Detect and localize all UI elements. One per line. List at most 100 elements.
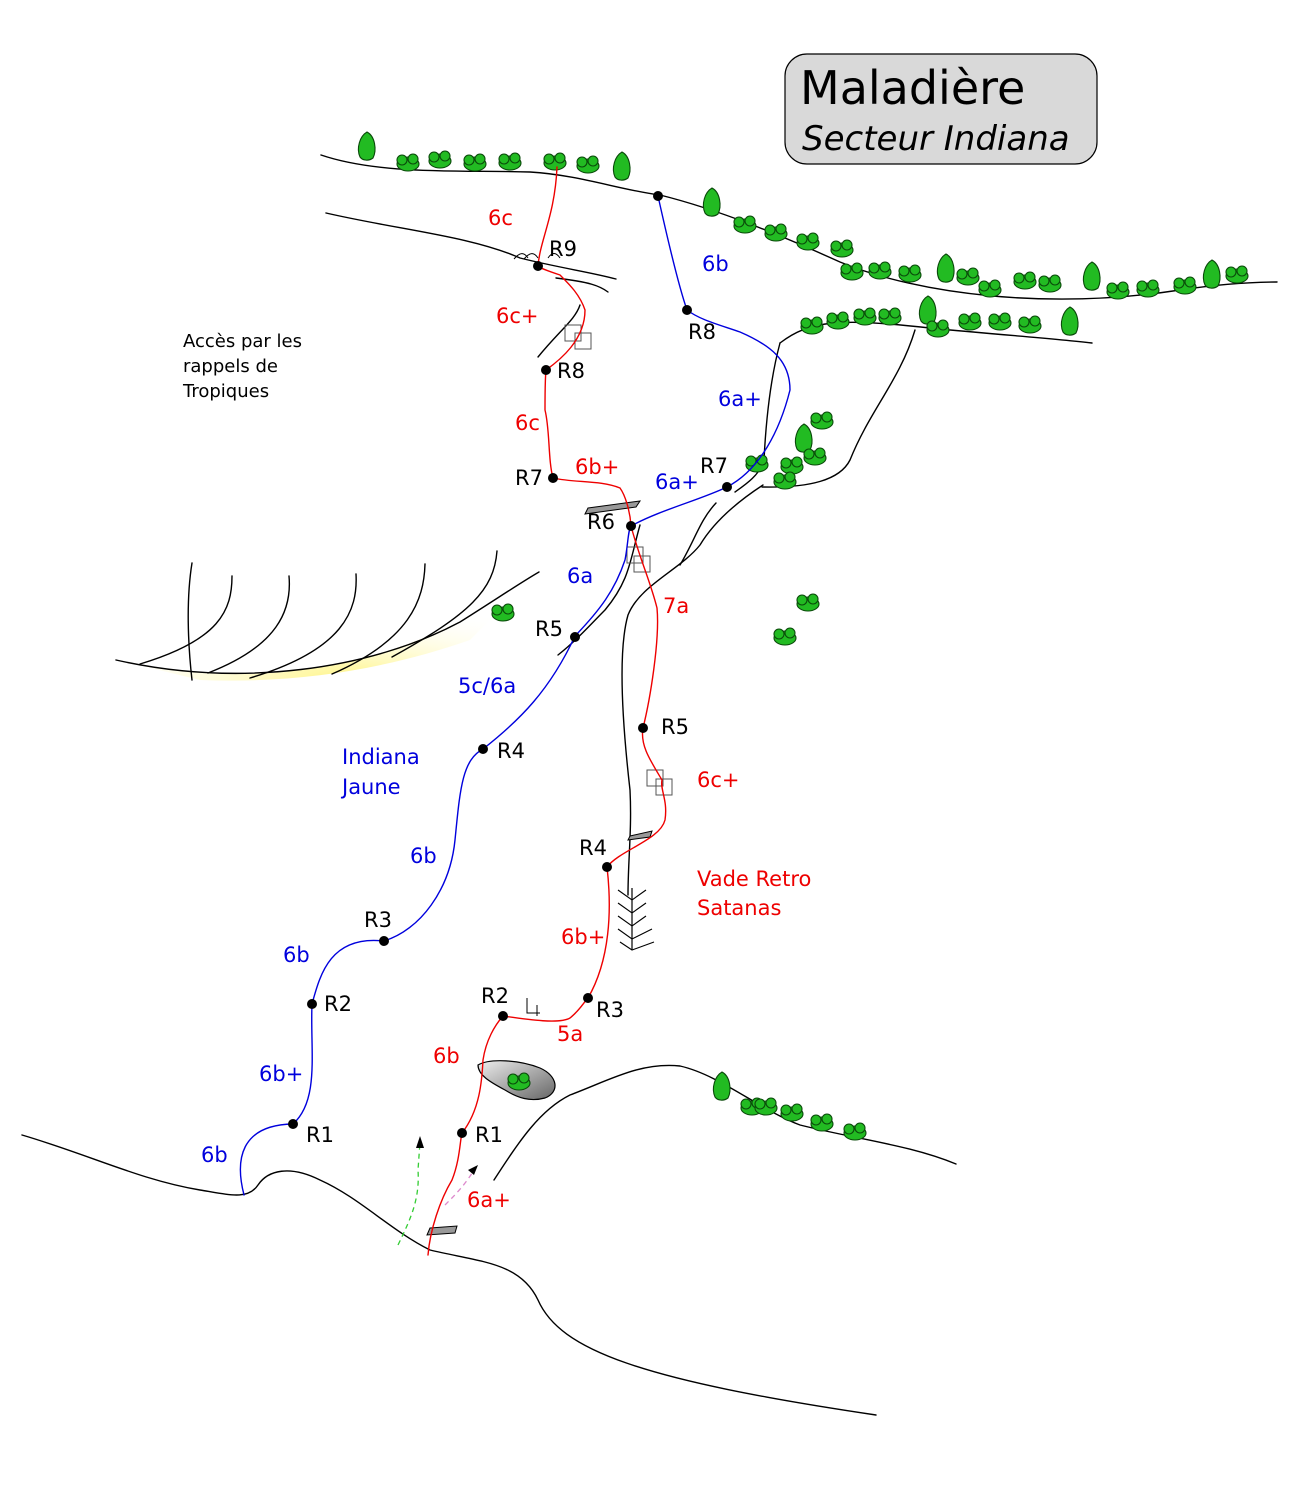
belay-label-blue-r4: R4: [497, 739, 525, 763]
grade-red-7: 6b+: [575, 455, 619, 479]
belay-label-blue-r5: R5: [535, 617, 563, 641]
belay-label-r6: R6: [587, 510, 615, 534]
grade-blue-4: 6b: [410, 844, 437, 868]
belay-label-red-r3: R3: [596, 998, 624, 1022]
features: [426, 253, 673, 1236]
access-note-line-1: Accès par les: [183, 331, 302, 352]
tree-icon: [712, 1071, 731, 1101]
belay-blue-top: [653, 191, 663, 201]
bush-icon: [1173, 276, 1197, 295]
bush-icon: [800, 316, 824, 335]
belay-label-blue-r1: R1: [306, 1123, 334, 1147]
bush-icon: [898, 264, 922, 283]
grade-red-3: 5a: [557, 1022, 583, 1046]
bush-icon: [1038, 274, 1062, 293]
grade-red-5: 6c+: [697, 768, 740, 792]
belay-stations: [288, 191, 732, 1138]
bush-icon: [956, 267, 980, 286]
bush-icon: [576, 155, 600, 174]
belay-label-red-r8: R8: [557, 359, 585, 383]
route-name-red-line-1: Vade Retro: [697, 867, 811, 891]
title-sub: Secteur Indiana: [802, 119, 1070, 159]
belay-blue-r1: [288, 1119, 298, 1129]
belay-label-red-r4: R4: [579, 836, 607, 860]
bush-icon: [826, 311, 850, 330]
overhang-zone: [115, 550, 540, 681]
belay-label-red-r1: R1: [475, 1123, 503, 1147]
tree-icon: [918, 295, 937, 325]
belay-red-r7: [548, 473, 558, 483]
grade-red-6: 7a: [663, 594, 689, 618]
route-red: Vade Retro Satanas 6a+ 6b 5a 6b+ 6c+ 7a …: [427, 166, 811, 1256]
access-note: Accès par les rappels de Tropiques: [182, 331, 302, 402]
bush-icon: [733, 215, 757, 234]
grade-red-10: 6c: [488, 206, 513, 230]
belay-label-blue-r7: R7: [700, 454, 728, 478]
tree-icon: [1060, 306, 1079, 336]
bush-icon: [491, 603, 515, 622]
grade-blue-9: 6b: [702, 252, 729, 276]
belay-red-r4: [602, 862, 612, 872]
bush-icon: [396, 153, 420, 172]
belay-blue-r5: [570, 632, 580, 642]
grade-blue-1: 6b: [201, 1143, 228, 1167]
bush-icon: [764, 223, 788, 242]
bush-icon: [773, 627, 797, 646]
belay-label-red-r5: R5: [661, 715, 689, 739]
bush-icon: [958, 312, 982, 331]
bush-icon: [810, 411, 834, 430]
tree-icon: [794, 423, 813, 453]
bush-icon: [1106, 281, 1130, 300]
bush-icon: [978, 279, 1002, 298]
tree-icon: [357, 131, 376, 161]
bush-icon: [1013, 271, 1037, 290]
grade-blue-8: 6a+: [718, 387, 762, 411]
tree-icon: [1202, 259, 1221, 289]
approach-paths: [397, 1136, 478, 1246]
belay-red-r5: [638, 723, 648, 733]
bush-icon: [868, 261, 892, 280]
bush-icon: [853, 307, 877, 326]
title-main: Maladière: [800, 61, 1025, 115]
bush-icon: [796, 593, 820, 612]
bush-icon: [780, 1103, 804, 1122]
grade-blue-5: 5c/6a: [458, 674, 516, 698]
grade-red-9: 6c+: [496, 304, 539, 328]
belay-label-blue-r8: R8: [688, 320, 716, 344]
belay-label-red-r9: R9: [549, 237, 577, 261]
bush-icon: [810, 1113, 834, 1132]
bush-icon: [1136, 279, 1160, 298]
belay-red-r9: [533, 261, 543, 271]
bush-icon: [1225, 265, 1249, 284]
belay-r6: [626, 521, 636, 531]
tree-icon: [702, 187, 721, 217]
grade-red-1: 6a+: [467, 1188, 511, 1212]
belay-red-r1: [457, 1128, 467, 1138]
bush-icon: [773, 471, 797, 490]
belay-red-r3: [583, 993, 593, 1003]
belay-blue-r4: [478, 744, 488, 754]
route-name-blue-line-2: Jaune: [340, 775, 401, 799]
belay-label-blue-r2: R2: [324, 992, 352, 1016]
grade-blue-2: 6b+: [259, 1062, 303, 1086]
access-note-line-3: Tropiques: [182, 381, 269, 402]
bush-icon: [988, 312, 1012, 331]
belay-red-r8: [541, 365, 551, 375]
bush-icon: [507, 1072, 531, 1091]
bush-icon: [754, 1097, 778, 1116]
route-name-red-line-2: Satanas: [697, 896, 781, 920]
grade-red-2: 6b: [433, 1044, 460, 1068]
tree-icon: [1082, 261, 1101, 291]
bush-icon: [428, 150, 452, 169]
bush-icon: [926, 319, 950, 338]
belay-label-blue-r3: R3: [364, 908, 392, 932]
belay-labels: R1 R2 R3 R4 R5 R6 R7 R8 R1 R2 R3 R4 R5 R…: [306, 237, 728, 1147]
title-box: Maladière Secteur Indiana: [784, 53, 1098, 165]
grade-red-4: 6b+: [561, 925, 605, 949]
belay-label-red-r7: R7: [515, 466, 543, 490]
tree-icon: [612, 151, 631, 181]
bush-icon: [878, 307, 902, 326]
route-name-blue-line-1: Indiana: [342, 745, 420, 769]
belay-red-r2: [498, 1011, 508, 1021]
